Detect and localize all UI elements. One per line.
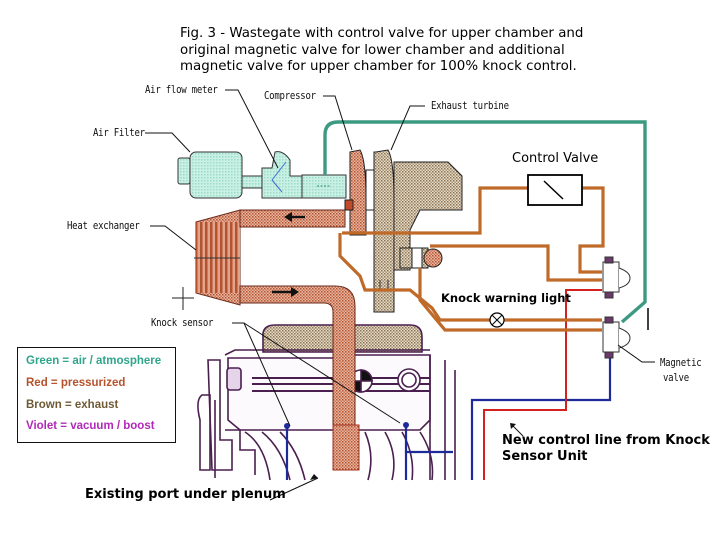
exhaust-lines	[338, 186, 605, 332]
control-line-arrowhead	[510, 423, 516, 429]
existing-port-label: Existing port under plenum	[85, 487, 286, 502]
label-exhaust-turbine: Exhaust turbine	[431, 99, 509, 112]
label-magnetic: Magnetic	[660, 356, 702, 369]
color-legend: Green = air / atmosphere Red = pressuriz…	[17, 347, 176, 443]
pressurized-ducts	[239, 209, 360, 471]
label-air-filter: Air Filter	[93, 126, 145, 139]
magnetic-valve-lower	[602, 316, 631, 359]
title-line-2: original magnetic valve for lower chambe…	[180, 42, 565, 58]
control-valve	[527, 174, 583, 206]
existing-port-arrowhead	[310, 474, 318, 480]
knock-warning-light	[489, 312, 505, 328]
control-valve-symbol	[543, 180, 564, 200]
flow-arrow-left-head	[284, 212, 292, 222]
control-valve-label: Control Valve	[512, 151, 599, 166]
title-line-1: Fig. 3 - Wastegate with control valve fo…	[180, 26, 584, 41]
new-control-line-label-1: New control line from Knock	[502, 433, 710, 448]
turbocharger	[344, 149, 463, 313]
label-air-flow-meter: Air flow meter	[145, 83, 218, 96]
flow-arrow-right-head	[291, 287, 299, 297]
knock-sensor-dot-left	[284, 423, 290, 429]
engine-block	[197, 324, 456, 481]
knock-sensor-dot-right	[403, 422, 409, 428]
label-knock-sensor: Knock sensor	[151, 316, 214, 329]
heat-exchanger	[194, 209, 241, 306]
legend-item-violet: Violet = vacuum / boost	[26, 420, 155, 432]
legend-item-green: Green = air / atmosphere	[26, 355, 162, 367]
leader-lines	[145, 89, 655, 501]
title-line-3: magnetic valve for upper chamber for 100…	[180, 59, 577, 74]
knock-sensor-wiring	[285, 340, 612, 480]
air-intake	[177, 151, 347, 199]
atmosphere-line	[323, 120, 647, 324]
legend-item-brown: Brown = exhaust	[26, 399, 119, 411]
label-heat-exchanger: Heat exchanger	[67, 219, 140, 232]
knock-warning-light-label: Knock warning light	[441, 291, 571, 305]
magnetic-valve-upper	[602, 256, 631, 299]
legend-item-red: Red = pressurized	[26, 377, 126, 389]
label-compressor: Compressor	[264, 89, 316, 102]
figure-title: Fig. 3 - Wastegate with control valve fo…	[180, 26, 610, 76]
new-control-line-label-2: Sensor Unit	[502, 449, 588, 464]
crosshair-marker	[172, 287, 194, 310]
label-valve: valve	[663, 371, 689, 384]
